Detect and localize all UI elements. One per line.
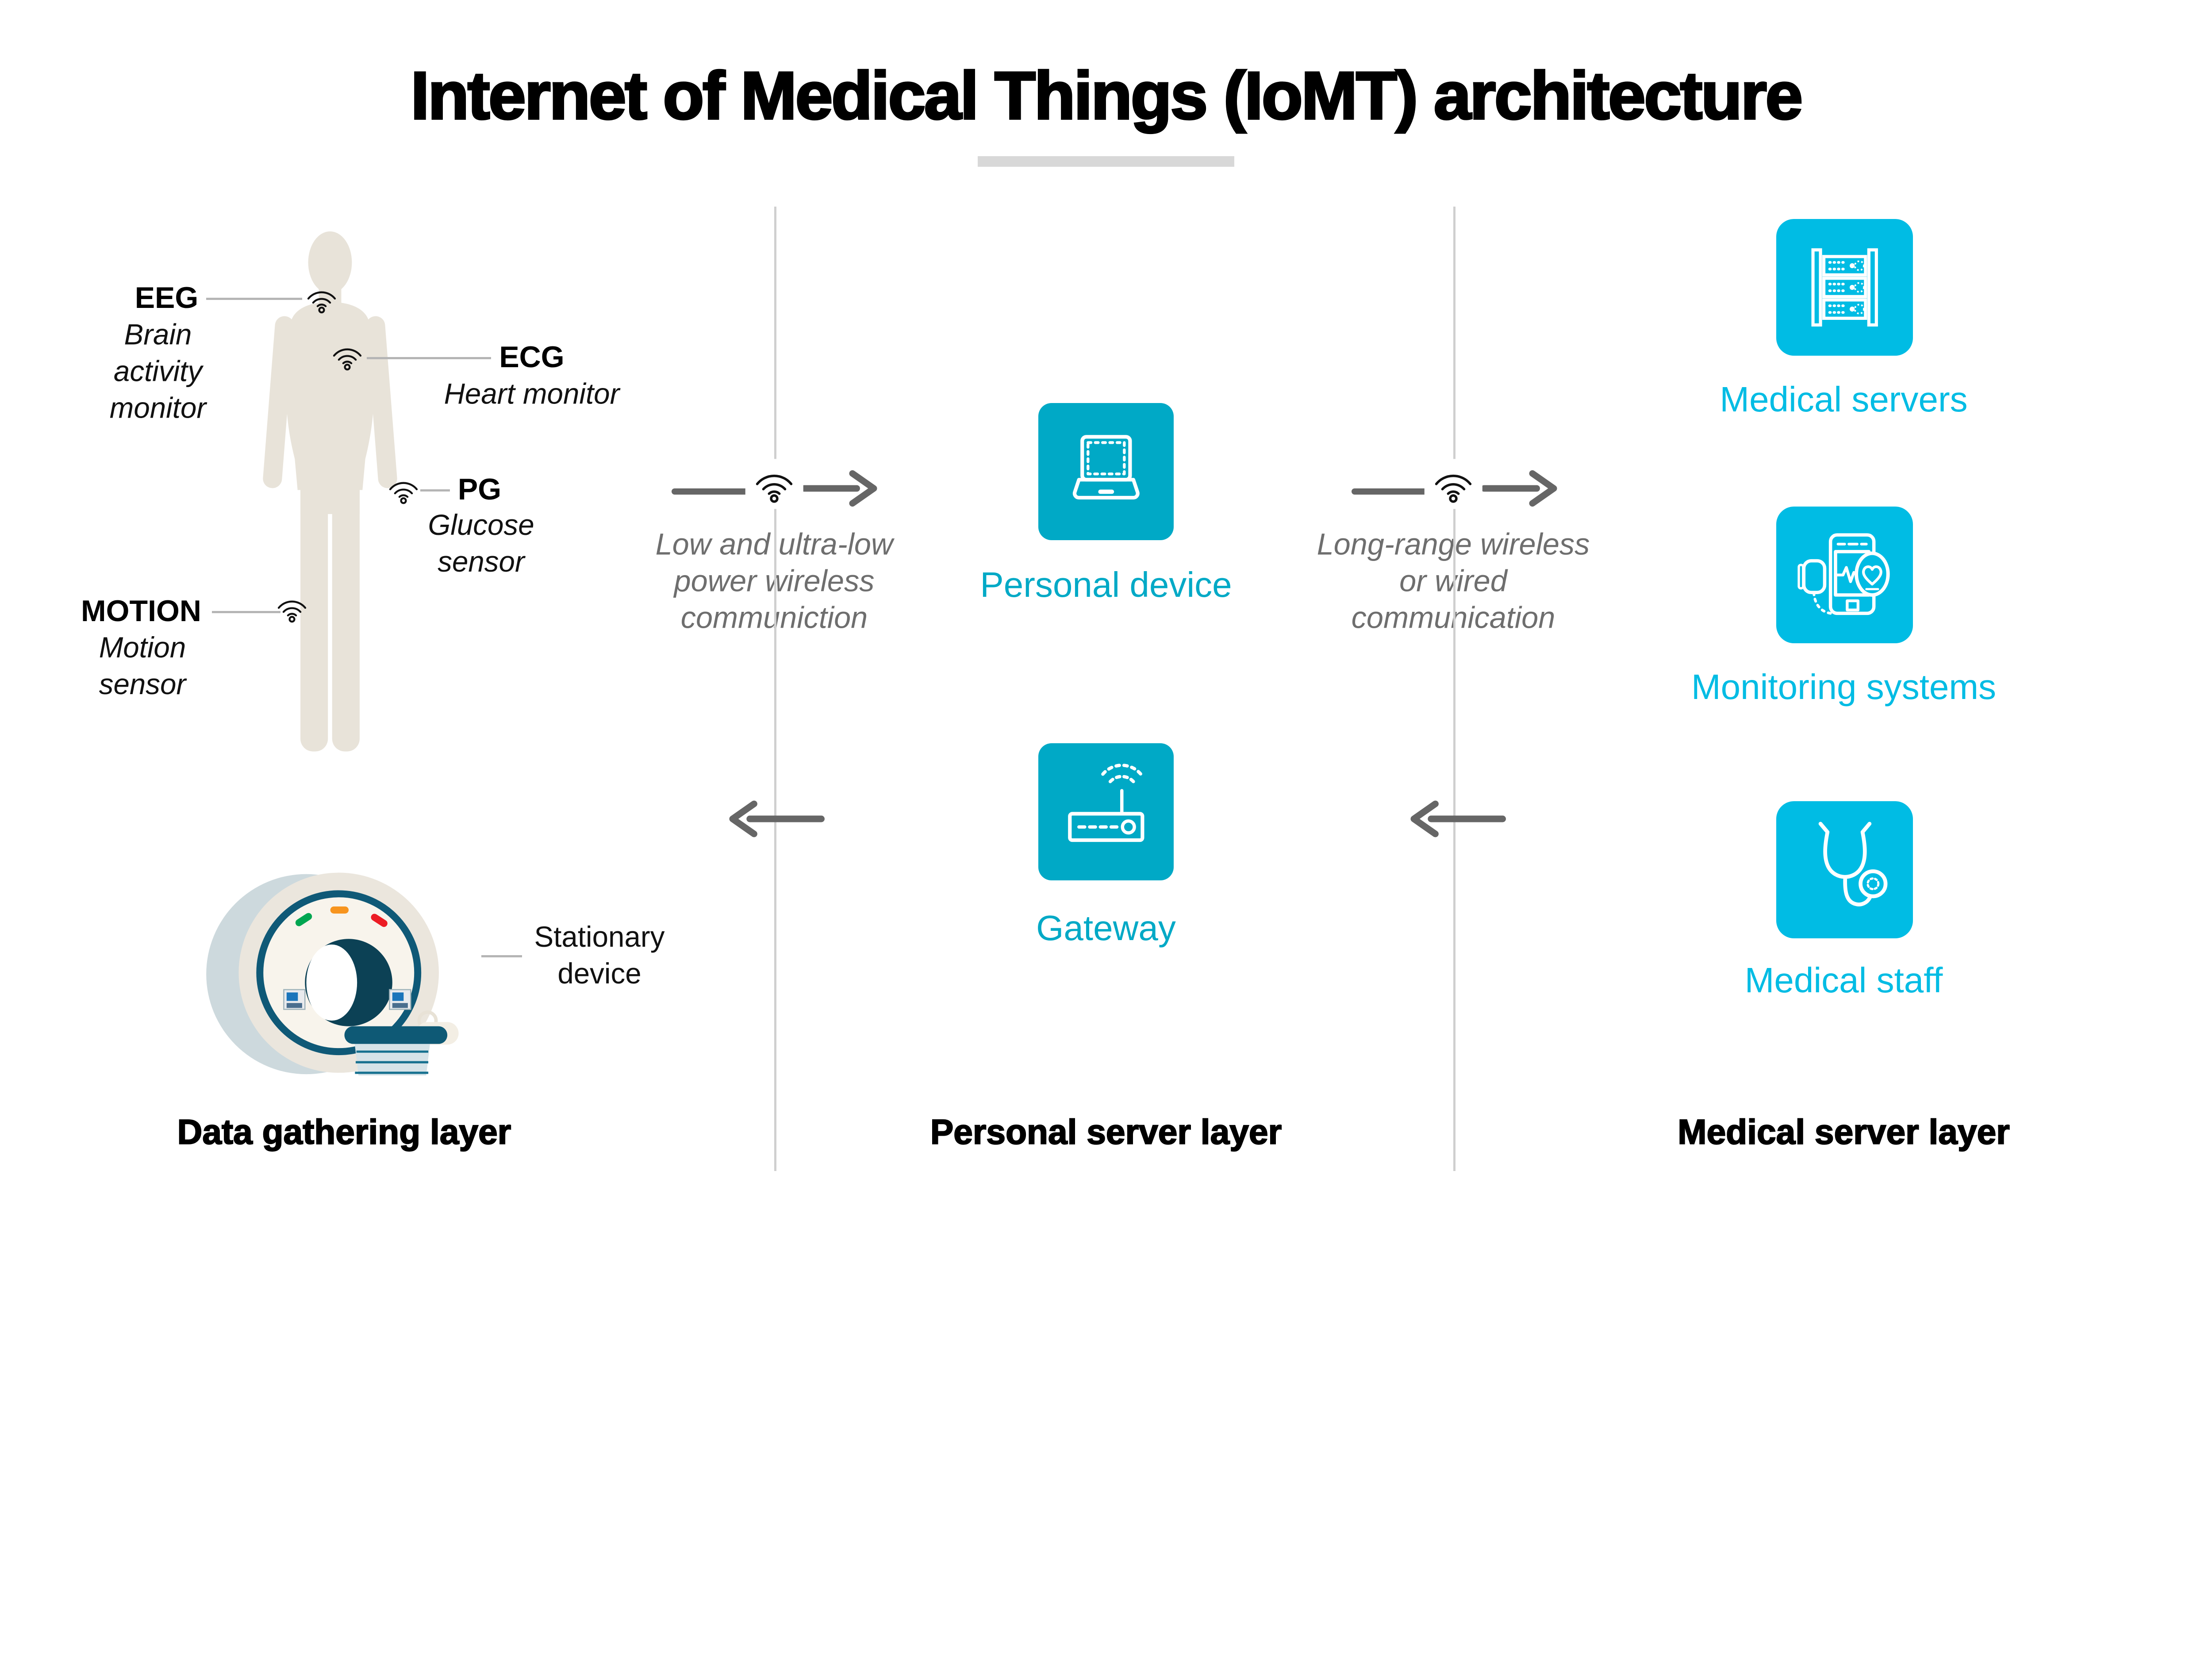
left-link-line <box>671 488 750 495</box>
arrow-gateway-to-data-layer-icon <box>725 799 826 839</box>
medical-servers-box <box>1776 219 1913 356</box>
medical-servers-label: Medical servers <box>1720 379 1968 419</box>
sensor-label-pg: PG <box>457 472 502 507</box>
divider-personal-medical <box>1453 206 1455 1171</box>
page-title: Internet of Medical Things (IoMT) archit… <box>410 57 1804 134</box>
ecg-sensor-wifi-icon <box>330 339 365 372</box>
iomt-architecture-diagram: Internet of Medical Things (IoMT) archit… <box>81 57 2010 1171</box>
arrow-to-personal-device-icon <box>800 469 879 508</box>
left-link-wifi-icon <box>745 459 803 509</box>
title-underline <box>978 156 1234 167</box>
monitoring-systems-label: Monitoring systems <box>1691 667 1997 707</box>
sensor-label-motion: MOTION <box>81 594 201 628</box>
ct-control-panel-left <box>283 989 306 1010</box>
monitoring-systems-box <box>1776 506 1913 644</box>
medical-staff-label: Medical staff <box>1744 960 1943 1000</box>
sensor-desc-eeg: Brain activity monitor <box>109 318 207 424</box>
gateway-label: Gateway <box>1036 908 1176 948</box>
eeg-leader-line <box>206 297 302 300</box>
layer-label-data-gathering: Data gathering layer <box>177 1112 512 1152</box>
stationary-device-label: Stationary device <box>534 920 665 990</box>
motion-sensor-wifi-icon <box>274 591 310 624</box>
layer-label-personal-server: Personal server layer <box>930 1112 1283 1152</box>
eeg-sensor-wifi-icon <box>304 282 339 315</box>
layer-label-medical-server: Medical server layer <box>1677 1112 2010 1152</box>
arrow-medical-to-gateway-icon <box>1406 799 1507 839</box>
sensor-label-ecg: ECG <box>499 340 565 374</box>
right-link-wifi-icon <box>1424 459 1482 509</box>
sensor-label-eeg: EEG <box>134 280 199 315</box>
divider-data-personal <box>774 206 776 1171</box>
motion-leader-line <box>211 611 281 613</box>
stationary-leader-line <box>481 955 522 957</box>
sensor-desc-motion: Motion sensor <box>99 631 186 700</box>
stethoscope-icon <box>1818 822 1887 907</box>
ct-scanner-graphic <box>206 872 459 1076</box>
sensor-desc-pg: Glucose sensor <box>428 508 534 578</box>
personal-device-box <box>1038 403 1174 540</box>
pg-leader-line <box>420 489 450 492</box>
ct-scanner-illustration <box>205 868 461 1076</box>
laptop-icon <box>1072 435 1140 500</box>
health-monitor-phone-icon <box>1797 533 1890 615</box>
personal-device-label: Personal device <box>980 565 1232 604</box>
medical-staff-box <box>1776 801 1913 938</box>
gateway-box <box>1038 743 1174 880</box>
sensor-desc-ecg: Heart monitor <box>444 377 620 410</box>
ct-control-panel-right <box>388 989 411 1010</box>
pg-sensor-wifi-icon <box>386 473 421 506</box>
ecg-leader-line <box>367 357 491 359</box>
router-icon <box>1068 763 1144 842</box>
arrow-to-medical-layer-icon <box>1480 469 1559 508</box>
right-link-line <box>1352 488 1429 495</box>
server-rack-icon <box>1811 248 1878 327</box>
